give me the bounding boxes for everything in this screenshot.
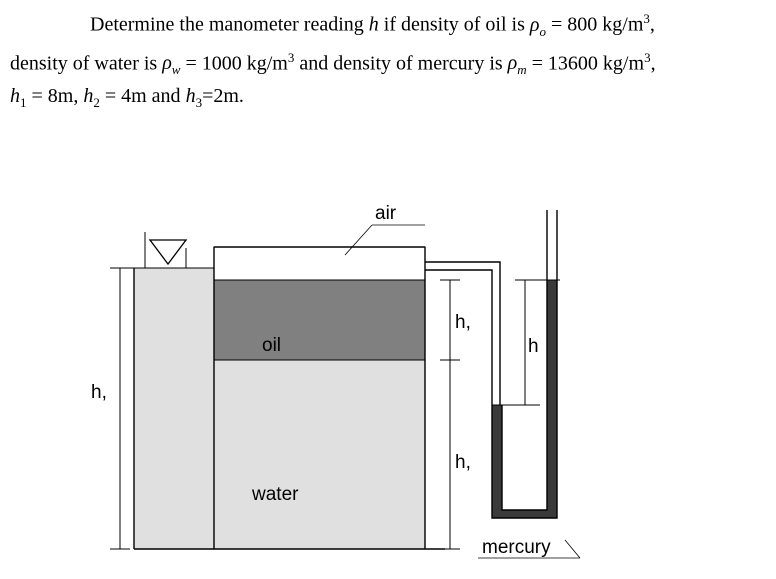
mercury-fill [492,280,557,518]
h3-label: h, [455,312,471,333]
oil-region [214,280,425,360]
water-label: water [251,484,299,505]
connecting-pipe [425,261,501,405]
h2-label: h, [455,452,471,473]
problem-line-2: density of water is ρw = 1000 kg/m3 and … [10,49,656,78]
mercury-label: mercury [482,537,551,558]
air-label: air [375,203,397,224]
h-label: h [528,336,539,357]
problem-line-3: h1 = 8m, h2 = 4m and h3=2m. [10,85,244,111]
free-surface-icon [148,239,188,266]
h1-label: h, [91,382,107,403]
air-region [213,246,426,281]
problem-line-1: Determine the manometer reading h if den… [90,11,655,39]
oil-label: oil [262,335,281,356]
open-tank-water [134,268,214,549]
water-region [214,360,425,549]
problem-statement: Determine the manometer reading h if den… [10,6,770,116]
